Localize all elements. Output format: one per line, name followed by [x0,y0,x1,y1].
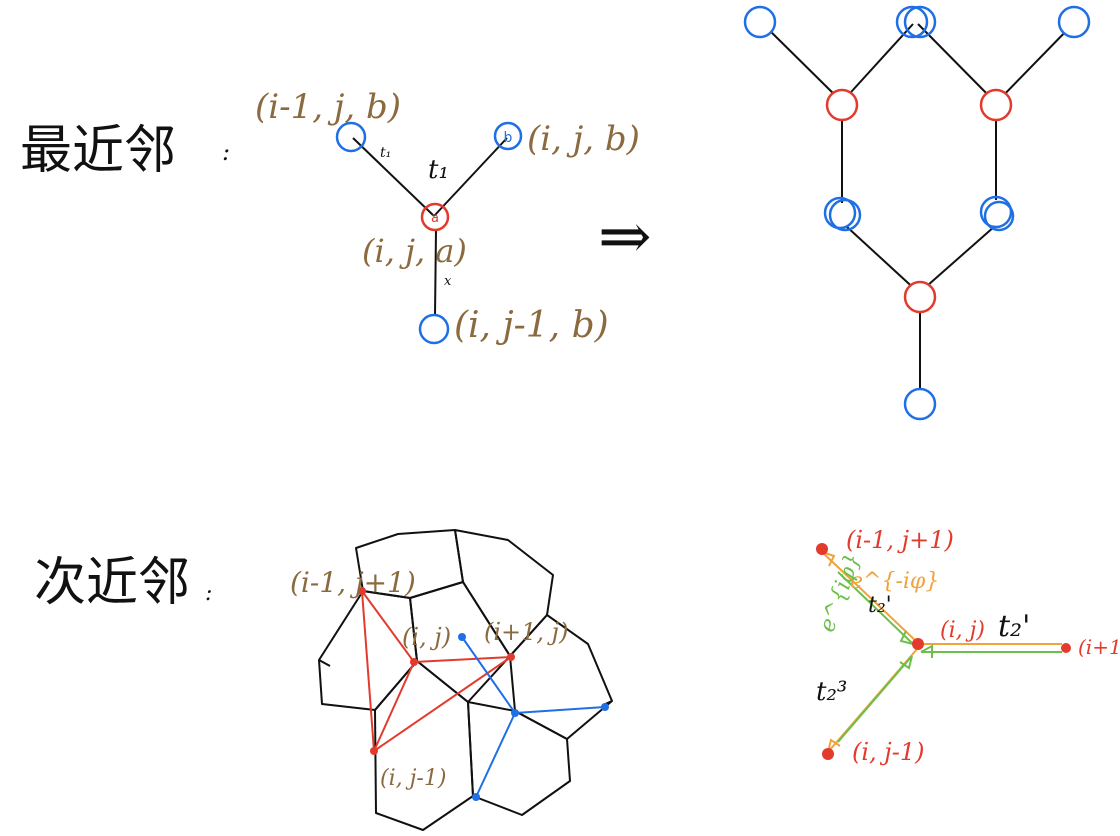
chain-site-red [825,88,859,122]
phase-site-top [816,543,828,555]
chain-site-blue [903,387,937,421]
chain-site-blue [903,5,937,39]
red-bond [361,590,375,752]
label-hop-t1-small: t₁ [380,145,391,161]
next-nearest-neighbor-section: 次近邻 : [34,529,613,831]
red-site-dot [358,587,366,595]
green-arrowhead [920,644,933,658]
chain-site-red [903,280,937,314]
red-bond [413,656,512,663]
chain-bond [995,23,1074,104]
label-hop-t1: t₁ [428,155,449,185]
red-site-dot [410,658,418,666]
next-nearest-neighbor-colon: : [205,581,212,606]
blue-bond [514,706,606,714]
chain-site-blue [743,5,777,39]
phase-site-center [912,638,924,650]
chain-bond [845,225,920,294]
chain-site-blue [828,198,862,232]
bond-down [434,229,437,317]
hexagon-edge [318,659,331,667]
blue-site-dot [601,703,609,711]
green-arrowhead [899,630,914,645]
blue-site-dot [458,633,466,641]
phase-label-right: (i+1 [1078,635,1120,659]
bond-right [433,137,508,217]
orange-arrowhead [827,738,841,753]
red-bond [373,656,512,752]
phase-label-top: (i-1, j+1) [846,526,954,554]
hexagon [374,660,474,831]
site-b-letter: b [504,130,513,146]
label-neighbor-top-left: (i-1, j, b) [255,87,401,127]
site-a-letter: a [431,211,439,226]
chain-bond [841,23,914,103]
nearest-neighbor-colon: : [222,138,230,166]
hexagon [467,701,571,816]
hop-label-t2-lower: t₂³ [816,677,847,707]
label-site-top: (i-1, j+1) [290,566,416,599]
blue-site-dot [472,793,480,801]
phase-label-bottom: (i, j-1) [852,738,924,766]
label-neighbor-bottom: (i, j-1, b) [454,305,609,346]
blue-next-nearest-bonds [461,636,606,798]
label-site-bottom: (i, j-1) [380,766,446,791]
chain-site-blue [895,5,929,39]
label-site-center: (i, j) [402,623,451,651]
red-site-dot [370,747,378,755]
nearest-neighbor-section: 最近邻 : b a (i-1, j, b) (i, j, b) (i, j, a… [20,87,652,346]
phase-site-bottom [822,748,834,760]
label-center-site: (i, j, a) [362,232,467,270]
label-site-right: (i+1, j) [484,618,568,646]
honeycomb-chain [743,5,1091,421]
next-nearest-neighbor-heading: 次近邻 [34,553,190,613]
red-site-dot [507,653,515,661]
site-b-top-left [335,121,367,153]
blue-bond [461,636,516,714]
label-hop-scribble: x [444,274,452,289]
green-arrow-up-right [837,655,913,743]
hopping-phase-diagram: (i-1, j+1) (i, j) (i+1 (i, j-1) e^{-iφ} … [815,526,1120,766]
hop-label-t2-right: t₂' [998,609,1030,644]
hop-label-t2-upper: t₂' [868,593,892,618]
chain-site-blue [983,200,1015,232]
phase-factor-out: e^{-iφ} [850,569,939,594]
chain-bond [917,23,997,104]
chain-site-blue [1057,5,1091,39]
chain-site-blue [979,195,1013,229]
nearest-neighbor-heading: 最近邻 [20,121,176,181]
red-bond [361,590,415,663]
phase-label-center: (i, j) [940,618,985,643]
lattice-sites [358,587,609,801]
chain-bond [762,23,843,103]
chain-bond [918,225,996,294]
implies-arrow: ⇒ [598,200,652,274]
blue-site-dot [511,709,519,717]
site-b-bottom [418,313,450,345]
red-next-nearest-bonds [361,590,512,752]
bond-left [352,137,435,217]
red-bond [373,661,415,752]
blue-bond [475,712,516,798]
green-arrow-down-right [837,571,914,645]
site-b-top-right [493,121,523,151]
green-arrowhead [899,655,913,670]
orange-arrow-up-left [821,551,918,643]
label-neighbor-top-right: (i, j, b) [527,119,640,159]
chain-site-red [979,88,1013,122]
phase-site-right [1061,643,1071,653]
site-a-center [420,202,450,232]
